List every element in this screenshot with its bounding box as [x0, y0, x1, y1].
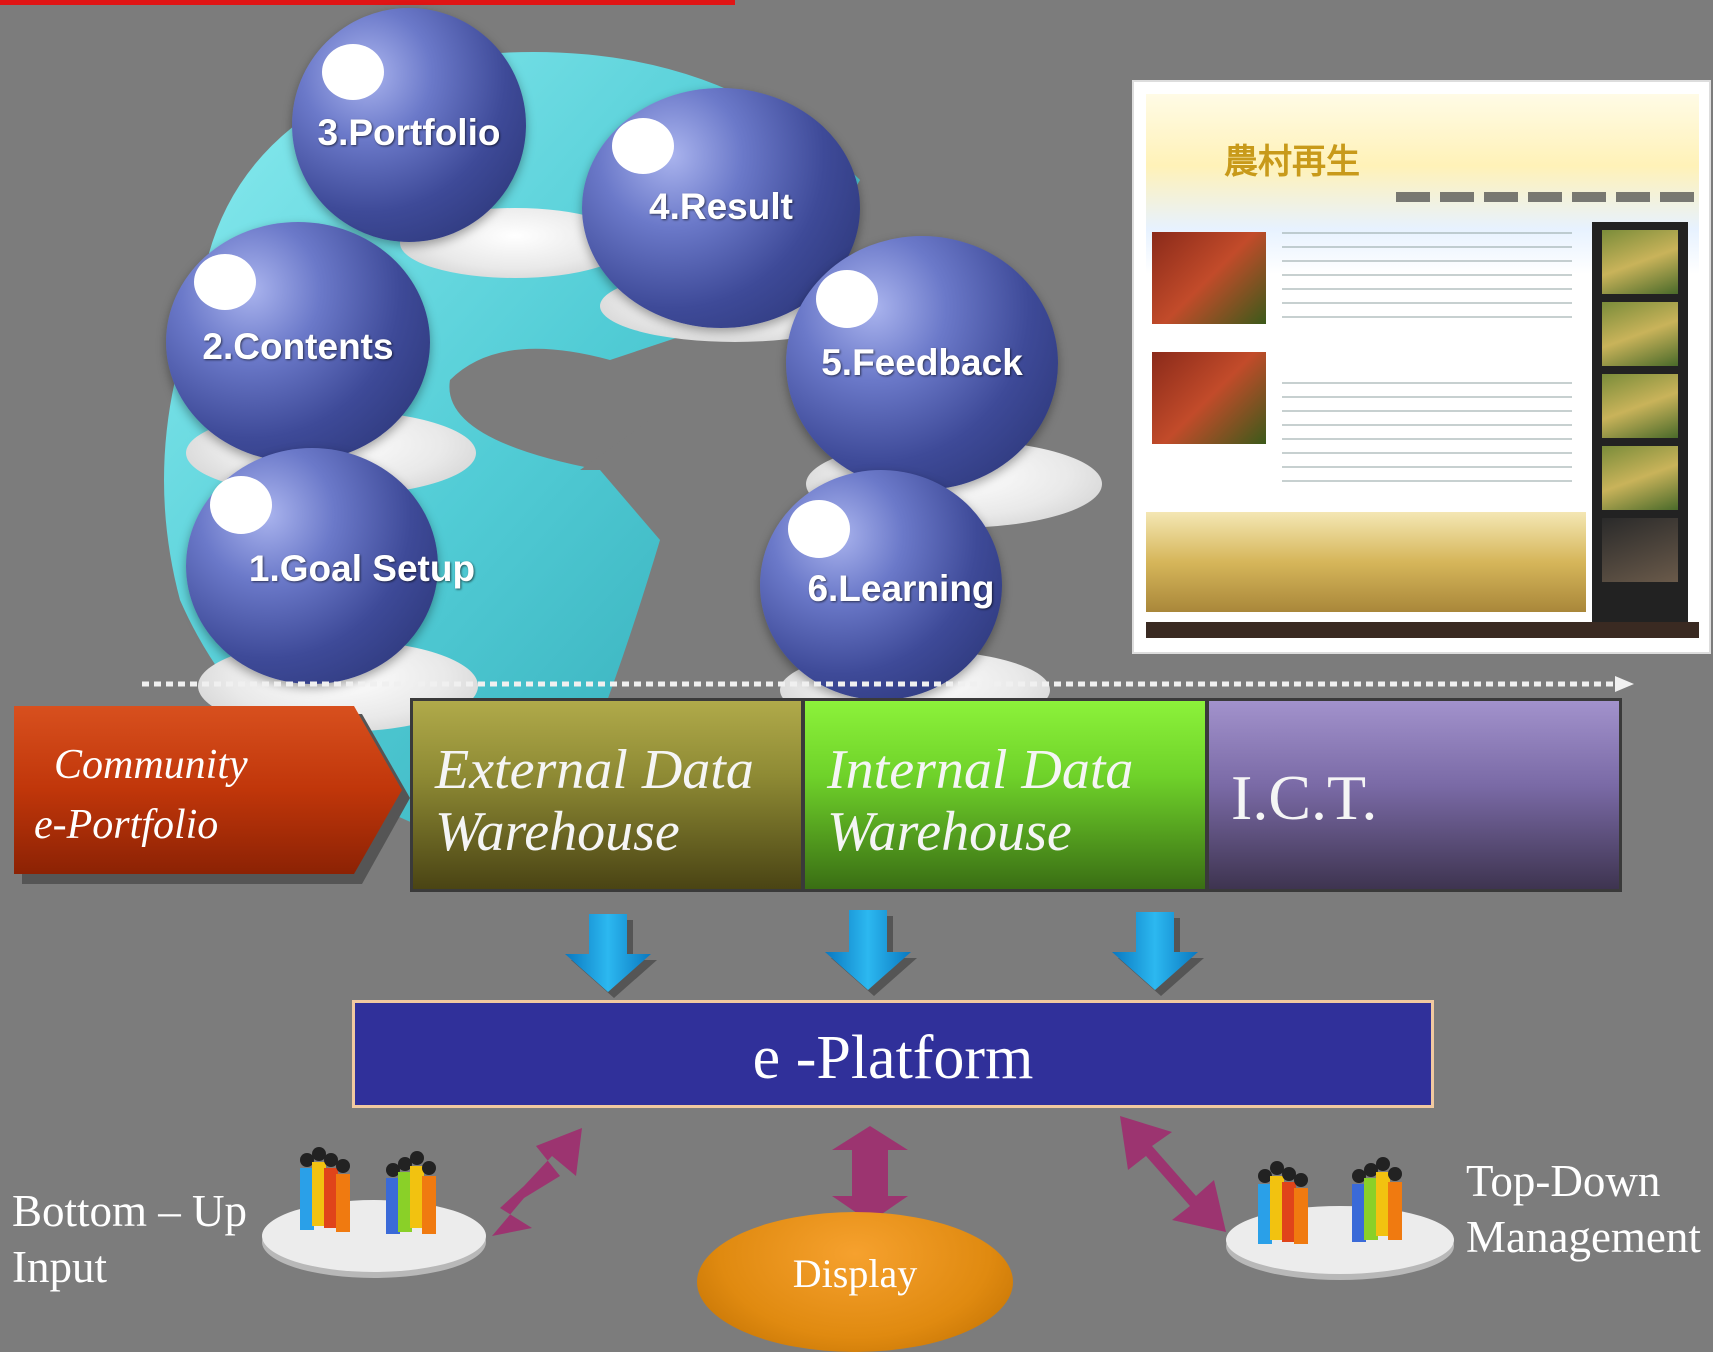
top-down-people-group — [1226, 1157, 1454, 1280]
internal-label-line2: Warehouse — [827, 801, 1072, 863]
sphere-highlight — [612, 118, 674, 174]
down-arrow-icon — [565, 914, 657, 998]
film-frame — [1602, 374, 1678, 438]
step-label-learning: 6.Learning — [807, 568, 995, 609]
website-thumbnail — [1152, 232, 1266, 324]
website-wheat-banner — [1146, 512, 1586, 612]
dotted-arrow-line — [142, 676, 1634, 692]
dotted-arrow-head — [1615, 676, 1634, 692]
display-label: Display — [792, 1251, 918, 1296]
website-news-list — [1282, 232, 1572, 328]
step-label-goal-setup: 1.Goal Setup — [248, 548, 476, 589]
bottom-up-label-line1: Bottom – Up — [12, 1186, 248, 1236]
ict-label: I.C.T. — [1231, 762, 1378, 833]
down-arrow-icon — [825, 910, 917, 996]
sphere-contents: 2.Contents — [166, 222, 430, 462]
down-arrow-icon — [1112, 912, 1204, 996]
sphere-feedback: 5.Feedback — [786, 236, 1058, 490]
people-icon — [386, 1151, 436, 1234]
down-arrows — [565, 910, 1204, 998]
bidirectional-arrows — [492, 1116, 1226, 1236]
people-icon — [300, 1147, 350, 1232]
step-label-result: 4.Result — [649, 186, 793, 227]
ict-cell: I.C.T. — [1206, 698, 1622, 892]
top-down-label-line2: Management — [1466, 1212, 1701, 1262]
community-label-line1: Community — [54, 742, 248, 788]
website-screenshot: 農村再生 — [1132, 80, 1711, 654]
double-arrow-icon — [1120, 1116, 1226, 1232]
people-platform-top — [262, 1200, 486, 1272]
film-frame — [1602, 518, 1678, 582]
sphere-highlight — [816, 270, 878, 328]
external-label-line1: External Data — [435, 739, 754, 801]
website-thumbnail — [1152, 352, 1266, 444]
film-frame — [1602, 446, 1678, 510]
bottom-up-people-group — [262, 1147, 486, 1278]
e-platform-box: e -Platform — [352, 1000, 1434, 1108]
website-news-list — [1282, 382, 1572, 482]
step-label-portfolio: 3.Portfolio — [317, 112, 501, 153]
sphere-goal-setup: 1.Goal Setup — [186, 448, 475, 684]
film-frame — [1602, 230, 1678, 294]
internal-label-line1: Internal Data — [827, 739, 1134, 801]
sphere-highlight — [210, 476, 272, 534]
external-label-line2: Warehouse — [435, 801, 680, 863]
sphere-portfolio: 3.Portfolio — [292, 8, 526, 242]
sphere-highlight — [194, 254, 256, 310]
double-arrow-icon — [832, 1126, 908, 1222]
community-arrow-shape — [14, 706, 402, 874]
e-platform-label: e -Platform — [752, 1024, 1034, 1092]
community-label-line2: e-Portfolio — [34, 802, 219, 848]
website-footer — [1146, 622, 1699, 638]
sphere-learning: 6.Learning — [760, 470, 1002, 700]
sphere-highlight — [788, 500, 850, 558]
top-down-label-line1: Top-Down — [1466, 1156, 1661, 1206]
ring-gap-arrow — [580, 420, 700, 470]
website-filmstrip — [1592, 222, 1688, 622]
sphere-highlight — [322, 44, 384, 100]
step-label-feedback: 5.Feedback — [821, 342, 1023, 383]
community-arrow — [14, 706, 410, 884]
website-title: 農村再生 — [1224, 142, 1360, 182]
people-icon — [1352, 1157, 1402, 1242]
website-menu — [1396, 192, 1696, 202]
top-accent-bar — [0, 0, 735, 5]
people-icon — [1258, 1161, 1308, 1244]
display-oval: Display — [697, 1212, 1013, 1352]
step-label-contents: 2.Contents — [202, 326, 394, 367]
film-frame — [1602, 302, 1678, 366]
double-arrow-icon — [492, 1128, 582, 1236]
bottom-up-label-line2: Input — [12, 1242, 107, 1292]
